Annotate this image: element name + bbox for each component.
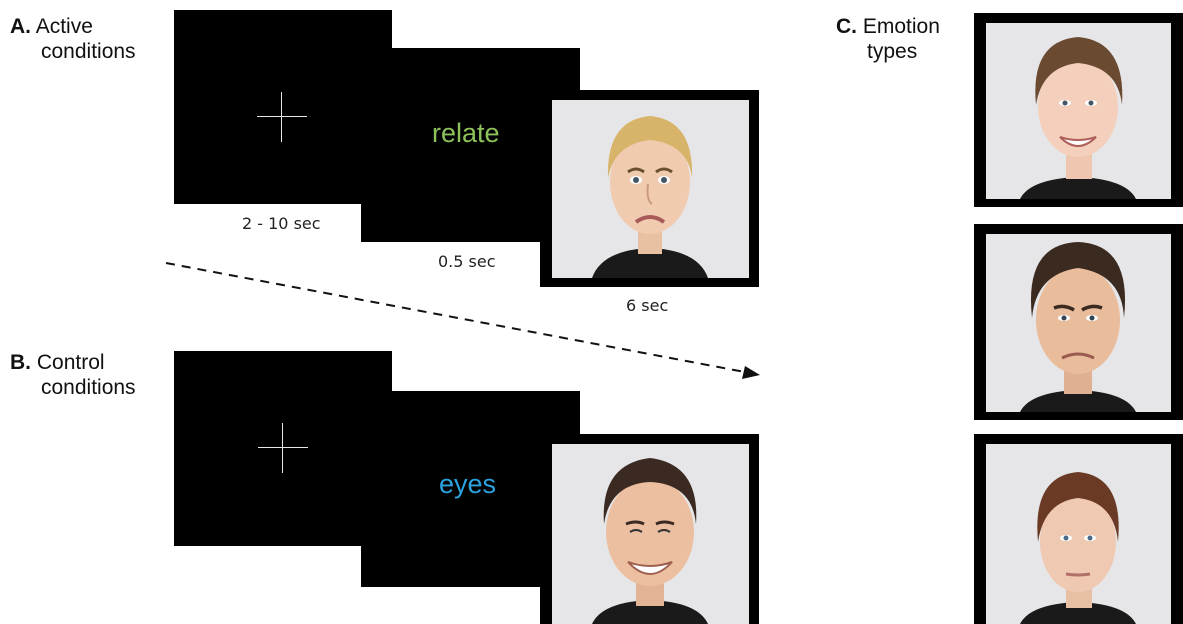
- panel-c-line1: Emotion: [862, 15, 940, 38]
- fixation-screen-control: [174, 351, 392, 546]
- panel-b-line1: Control: [36, 351, 105, 374]
- panel-c-line2: types: [867, 40, 918, 63]
- panel-a-letter: A.: [10, 15, 31, 38]
- panel-a-label: A. Active conditions: [10, 14, 136, 64]
- smiling-man-face: [552, 444, 749, 624]
- duration-cue: 0.5 sec: [438, 252, 496, 271]
- duration-face: 6 sec: [626, 296, 669, 315]
- duration-fixation: 2 - 10 sec: [242, 214, 321, 233]
- time-arrow-icon: [165, 262, 760, 379]
- panel-b-label: B. Control conditions: [10, 350, 136, 400]
- panel-b-line2: conditions: [41, 376, 136, 399]
- fixation-cross-icon: [257, 92, 307, 142]
- face-screen-control: [540, 434, 759, 624]
- neutral-woman-face: [986, 444, 1171, 624]
- panel-a-line1: Active: [35, 15, 93, 38]
- panel-b-letter: B.: [10, 351, 31, 374]
- cue-word-relate: relate: [432, 118, 500, 148]
- panel-c-label: C. Emotion types: [836, 14, 940, 64]
- frowning-man-face: [986, 234, 1171, 412]
- emotion-face-frame-3: [974, 434, 1183, 624]
- panel-a-line2: conditions: [41, 40, 136, 63]
- emotion-face-frame-2: [974, 224, 1183, 420]
- fixation-screen-active: [174, 10, 392, 204]
- frowning-woman-face: [552, 100, 749, 278]
- cue-word-eyes: eyes: [439, 469, 497, 499]
- face-screen-active: [540, 90, 759, 287]
- panel-c-letter: C.: [836, 15, 857, 38]
- smiling-woman-face: [986, 23, 1171, 199]
- fixation-cross-icon: [258, 423, 308, 473]
- emotion-face-frame-1: [974, 13, 1183, 207]
